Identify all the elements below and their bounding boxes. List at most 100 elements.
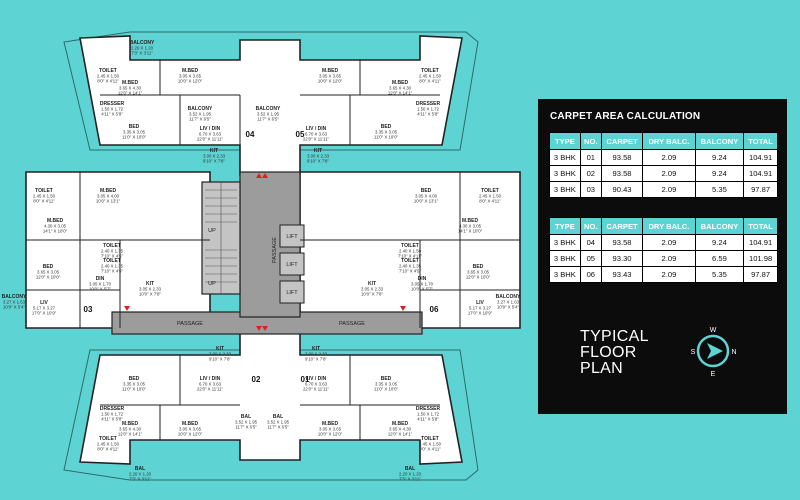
room-name: TOILET (99, 436, 117, 442)
room-name: M.BED (122, 80, 139, 86)
table-cell: 01 (579, 149, 602, 166)
carpet-area-panel: CARPET AREA CALCULATION TYPE NO.CARPET DRY… (538, 99, 787, 414)
room-dimension-feet: 8'0" X 4'11" (419, 79, 441, 84)
room-dimension-feet: 10'0" X 12'0" (178, 432, 203, 437)
table-cell: 93.43 (600, 266, 644, 283)
column-header: CARPET (600, 217, 644, 235)
column-header: DRY BALC. (642, 132, 696, 150)
carpet-area-title: CARPET AREA CALCULATION (550, 111, 701, 122)
room-dimension-feet: 7'10" X 4'5" (101, 254, 123, 259)
room-name: LIV (476, 300, 484, 306)
column-header: BALCONY (694, 132, 745, 150)
column-header: NO. (579, 217, 602, 235)
room-dimension: 2.20 X 1.20 (129, 472, 152, 477)
room-dimension: 5.17 X 3.27 (469, 306, 492, 311)
compass-e-label: E (711, 371, 716, 377)
room-name: BALCONY (188, 106, 213, 112)
flat-number-02: 02 (252, 375, 261, 384)
room-dimension: 3.05 X 3.65 (179, 74, 202, 79)
room-name: BED (473, 264, 484, 270)
column-header: BALCONY (694, 217, 745, 235)
room-dimension: 3.65 X 4.30 (389, 427, 412, 432)
room-dimension-feet: 4'11" X 5'8" (101, 417, 123, 422)
room-dimension-feet: 10'0" X 5'7" (411, 287, 433, 292)
flat-number-01: 01 (301, 375, 310, 384)
room-dimension: 2.45 X 1.50 (479, 194, 502, 199)
room-dimension: 2.40 X 1.35 (101, 249, 124, 254)
room-dimension-feet: 7'3" X 3'11" (399, 477, 421, 482)
table-cell: 04 (579, 234, 602, 251)
room-dimension: 3.35 X 3.05 (123, 130, 146, 135)
compass-n-label: N (731, 349, 736, 356)
table-cell: 97.87 (743, 181, 778, 198)
room-name: LIV / DIN (306, 376, 327, 382)
room-dimension-feet: 9'10" X 7'8" (203, 159, 225, 164)
flat-number-03: 03 (84, 305, 93, 314)
room-dimension-feet: 11'0" X 10'0" (122, 387, 146, 392)
room-name: BALCONY (496, 294, 521, 300)
room-dimension-feet: 12'0" X 14'1" (388, 91, 413, 96)
room-dimension-feet: 7'10" X 4'11" (398, 254, 422, 259)
room-dimension-feet: 22'0" X 11'11" (303, 387, 330, 392)
column-header: TYPE (549, 132, 581, 150)
room-dimension-feet: 11'7" X 6'5" (235, 425, 257, 430)
table-cell: 9.24 (694, 149, 745, 166)
room-dimension-feet: 22'0" X 11'11" (197, 137, 224, 142)
table-cell: 93.58 (600, 234, 644, 251)
room-dimension: 2.40 X 1.35 (399, 264, 422, 269)
room-dimension: 3.05 X 3.65 (179, 427, 202, 432)
room-dimension-feet: 10'0" X 12'0" (318, 79, 343, 84)
room-dimension-feet: 7'10" X 4'5" (101, 269, 123, 274)
table-cell: 93.58 (600, 165, 644, 182)
room-dimension: 2.20 X 1.20 (399, 472, 422, 477)
compass-s-label: S (691, 349, 696, 356)
room-dimension-feet: 11'0" X 10'0" (374, 135, 398, 140)
room-dimension: 2.45 X 1.50 (97, 442, 120, 447)
room-dimension-feet: 10'0" X 13'1" (96, 199, 121, 204)
room-dimension: 3.65 X 4.30 (119, 427, 142, 432)
room-dimension-feet: 8'0" X 4'11" (479, 199, 501, 204)
room-dimension: 4.30 X 3.05 (44, 224, 67, 229)
room-dimension-feet: 12'0" X 10'0" (466, 275, 491, 280)
room-dimension: 3.05 X 3.65 (319, 74, 342, 79)
room-dimension: 3.27 X 1.63 (497, 300, 520, 305)
room-dimension: 3.00 X 2.33 (307, 154, 330, 159)
passage-label: PASSAGE (339, 321, 365, 327)
room-dimension: 3.00 X 2.33 (203, 154, 226, 159)
room-name: DRESSER (416, 406, 441, 412)
floor-title-line: FLOOR (580, 344, 637, 361)
room-dimension: 3.35 X 3.05 (123, 382, 146, 387)
room-name: BALCONY (130, 40, 155, 46)
room-dimension: 3.52 X 1.95 (257, 112, 280, 117)
room-dimension-feet: 8'0" X 4'11" (33, 199, 55, 204)
column-header: TOTAL (743, 132, 778, 150)
flat-number-04: 04 (246, 130, 255, 139)
room-dimension: 3.35 X 3.05 (375, 382, 398, 387)
room-name: BED (381, 376, 392, 382)
room-dimension: 3.05 X 4.00 (97, 194, 120, 199)
room-dimension: 3.00 X 2.33 (209, 352, 232, 357)
floor-title-line: PLAN (580, 360, 623, 377)
room-dimension-feet: 10'0" X 5'7" (89, 287, 111, 292)
room-name: TOILET (99, 68, 117, 74)
